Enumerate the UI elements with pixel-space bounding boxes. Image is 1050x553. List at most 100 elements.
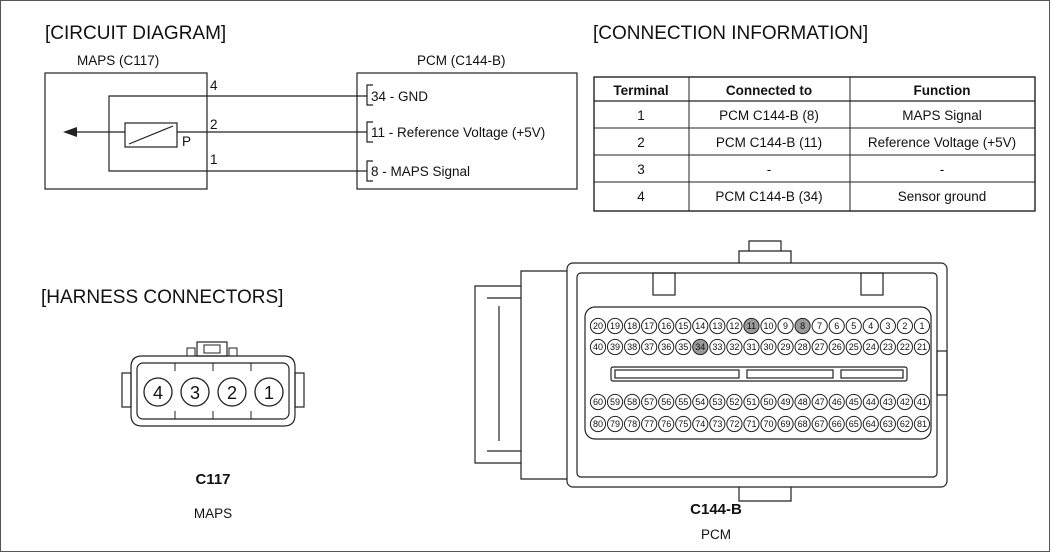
c144-pin-label: 55 xyxy=(678,397,688,407)
c144-pin xyxy=(879,415,896,433)
table-header-terminal: Terminal xyxy=(613,83,668,98)
maps-connector-label: MAPS (C117) xyxy=(77,53,159,68)
c144-pin xyxy=(641,415,658,433)
table-header-function: Function xyxy=(914,83,971,98)
c144-pin-label: 17 xyxy=(644,321,654,331)
c144-pin-label: 34 xyxy=(695,342,705,352)
c144-pin-label: 76 xyxy=(661,419,671,429)
table-cell: - xyxy=(940,162,945,177)
c144-pin-label: 20 xyxy=(593,321,603,331)
c144-pin-label: 12 xyxy=(729,321,739,331)
c144-pin-label: 6 xyxy=(834,321,839,331)
c144-pin xyxy=(845,415,862,433)
table-cell: - xyxy=(767,162,772,177)
c144-pin-label: 73 xyxy=(712,419,722,429)
c144-pin xyxy=(709,393,726,411)
pcm-connector-label: PCM (C144-B) xyxy=(417,53,506,68)
c144-pin xyxy=(777,415,794,433)
c144-pin-label: 74 xyxy=(695,419,705,429)
c144-pin xyxy=(726,393,743,411)
c144-pin xyxy=(845,317,862,335)
c144-pin-label: 58 xyxy=(627,397,637,407)
c144-pin-label: 57 xyxy=(644,397,654,407)
c144-pin-label: 71 xyxy=(746,419,756,429)
c144-pin xyxy=(606,415,624,433)
c144-pin xyxy=(913,415,931,433)
connection-table: Terminal Connected to Function 1 PCM C14… xyxy=(593,76,1036,212)
table-cell: MAPS Signal xyxy=(902,108,982,123)
c144-pin xyxy=(794,393,811,411)
c144-pin-label: 60 xyxy=(593,397,603,407)
c144-pin xyxy=(658,415,675,433)
c144-pin-label: 38 xyxy=(627,342,637,352)
c144-pin-label: 13 xyxy=(712,321,722,331)
pcm-pin-bracket-11 xyxy=(366,121,373,143)
c144-pin xyxy=(811,317,828,335)
c144-pin xyxy=(879,338,896,356)
pcm-pin-bracket-8 xyxy=(366,160,373,182)
c144-pin xyxy=(675,317,692,335)
c144-pin-label: 70 xyxy=(763,419,773,429)
c144-pin-label: 3 xyxy=(885,321,890,331)
c144-pin xyxy=(692,415,709,433)
c144-pin xyxy=(862,338,879,356)
c144-pin xyxy=(624,393,641,411)
c144-pin-label: 15 xyxy=(678,321,688,331)
c144-pin xyxy=(811,415,828,433)
c144-pin-label: 44 xyxy=(866,397,876,407)
c144-pin xyxy=(692,338,709,356)
c144-pin xyxy=(709,415,726,433)
c144-pin-label: 49 xyxy=(781,397,791,407)
c144-pin-label: 23 xyxy=(883,342,893,352)
c144-pin xyxy=(828,393,845,411)
c144-pin xyxy=(606,317,624,335)
c144-pin-label: 27 xyxy=(815,342,825,352)
c144-pin-label: 33 xyxy=(712,342,722,352)
c144-pin-label: 59 xyxy=(610,397,620,407)
c144-pin-label: 39 xyxy=(610,342,620,352)
c144-pin xyxy=(811,338,828,356)
c144-pin-label: 79 xyxy=(610,419,620,429)
c144-pin-label: 5 xyxy=(851,321,856,331)
c117-pin: 1 xyxy=(264,383,274,403)
c144-pin-label: 46 xyxy=(832,397,842,407)
c144-pin-label: 7 xyxy=(817,321,822,331)
c144-pin-label: 50 xyxy=(763,397,773,407)
maps-box xyxy=(44,72,208,190)
c144-pin xyxy=(828,338,845,356)
c144-pin-label: 65 xyxy=(849,419,859,429)
c144-pin xyxy=(589,393,607,411)
c144-connector xyxy=(474,240,948,502)
c144-pin-label: 29 xyxy=(781,342,791,352)
table-cell: 1 xyxy=(637,108,645,123)
c144-pin-label: 81 xyxy=(917,419,927,429)
c144-pin xyxy=(692,317,709,335)
c144-pin-label: 22 xyxy=(900,342,910,352)
c144-pin-label: 31 xyxy=(746,342,756,352)
wire-label-2: 2 xyxy=(210,117,218,132)
table-cell: Reference Voltage (+5V) xyxy=(868,135,1016,150)
sensor-frame xyxy=(108,95,207,172)
c144-pin-label: 10 xyxy=(763,321,773,331)
c144-pin xyxy=(589,317,607,335)
c144-pin-label: 66 xyxy=(832,419,842,429)
c144-pin xyxy=(879,317,896,335)
c144-pin xyxy=(777,338,794,356)
c144-pin xyxy=(760,338,777,356)
c144-pin-label: 64 xyxy=(866,419,876,429)
c144-pin xyxy=(624,338,641,356)
c144-pin-label: 19 xyxy=(610,321,620,331)
pcm-box xyxy=(356,72,578,190)
pcm-label-ref: 11 - Reference Voltage (+5V) xyxy=(371,125,545,140)
c144-pin-label: 52 xyxy=(729,397,739,407)
c144-pin-label: 72 xyxy=(729,419,739,429)
c144-pin-label: 11 xyxy=(747,321,756,331)
c144-pin xyxy=(760,415,777,433)
c144-pin xyxy=(760,393,777,411)
c144-pin xyxy=(606,393,624,411)
table-cell: Sensor ground xyxy=(898,189,987,204)
c144-pin-label: 40 xyxy=(593,342,603,352)
table-cell: 2 xyxy=(637,135,645,150)
c144-pin xyxy=(794,338,811,356)
